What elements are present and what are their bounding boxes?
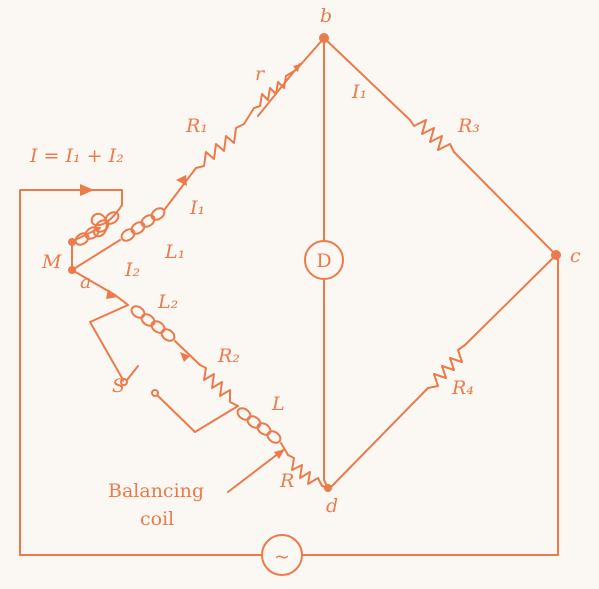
wire-r1-to-r: [243, 107, 255, 125]
current-i1-label: I₁: [189, 197, 205, 219]
node-d-label: d: [326, 495, 338, 517]
label-l1: L₁: [164, 241, 185, 263]
node-c-label: c: [570, 245, 581, 267]
current-i1-top-label: I₁: [351, 81, 367, 103]
wire-c-to-r4: [464, 254, 557, 346]
current-arrow-i2: [106, 289, 118, 299]
coil-l2: [130, 305, 176, 342]
wire-to-l2: [114, 294, 129, 306]
m-primary-turns: [74, 211, 120, 246]
switch-to-lower-wire: [157, 395, 239, 433]
outer-loop-wire: [19, 189, 123, 556]
balancing-coil-arrow: [227, 449, 284, 493]
node-b-label: b: [320, 5, 332, 27]
wire-a-to-l1: [71, 239, 121, 271]
label-r3: R₃: [457, 115, 480, 137]
detector-label: D: [316, 250, 331, 272]
label-l2: L₂: [157, 291, 178, 313]
wire-b-to-r3: [323, 37, 411, 121]
wire-l2-to-r2: [174, 340, 201, 366]
ac-source-symbol: ~: [274, 546, 290, 568]
current-i2-label: I₂: [124, 259, 140, 281]
supply-wire-right: [301, 254, 559, 556]
resistor-balancing-r: [287, 454, 329, 489]
current-arrow-l2: [180, 352, 190, 362]
m-primary-coil: [74, 204, 123, 241]
wire-l1-to-r1: [164, 167, 197, 210]
resistor-r4: [427, 344, 466, 389]
coil-l: [236, 407, 282, 444]
resistor-r1: [195, 123, 245, 169]
label-r2: R₂: [217, 345, 240, 367]
variable-arrow: [257, 63, 301, 117]
wire-r4-to-d: [329, 387, 429, 489]
balancing-coil-text-1: Balancing: [108, 480, 204, 502]
label-l: L: [271, 393, 285, 415]
wire-r-to-b: [295, 37, 325, 71]
balancing-coil-arrowhead: [274, 449, 285, 459]
label-r: r: [255, 63, 266, 85]
label-switch-s: S: [112, 375, 125, 397]
label-r-balancing: R: [279, 470, 294, 492]
wire-r3-to-c: [453, 151, 557, 256]
balancing-coil-text-2: coil: [140, 508, 174, 530]
switch-bypass-wire: [89, 304, 129, 379]
wire-l-to-r: [280, 442, 289, 456]
resistor-r3: [409, 119, 455, 153]
switch-contact-left: [120, 378, 128, 386]
coil-l1: [120, 207, 166, 242]
wire-detector-to-d: [323, 278, 329, 489]
ac-source: ~: [261, 534, 303, 576]
current-arrow-top: [80, 184, 94, 196]
resistor-r2: [199, 364, 239, 407]
current-arrow-i1: [176, 175, 187, 186]
switch-blade: [126, 365, 139, 381]
label-r4: R₄: [451, 377, 474, 399]
switch-contact-right: [151, 389, 159, 397]
node-m-label: M: [41, 251, 62, 273]
label-r1: R₁: [185, 115, 208, 137]
node-a-label: a: [80, 271, 91, 293]
total-current-label: I = I₁ + I₂: [29, 145, 124, 167]
